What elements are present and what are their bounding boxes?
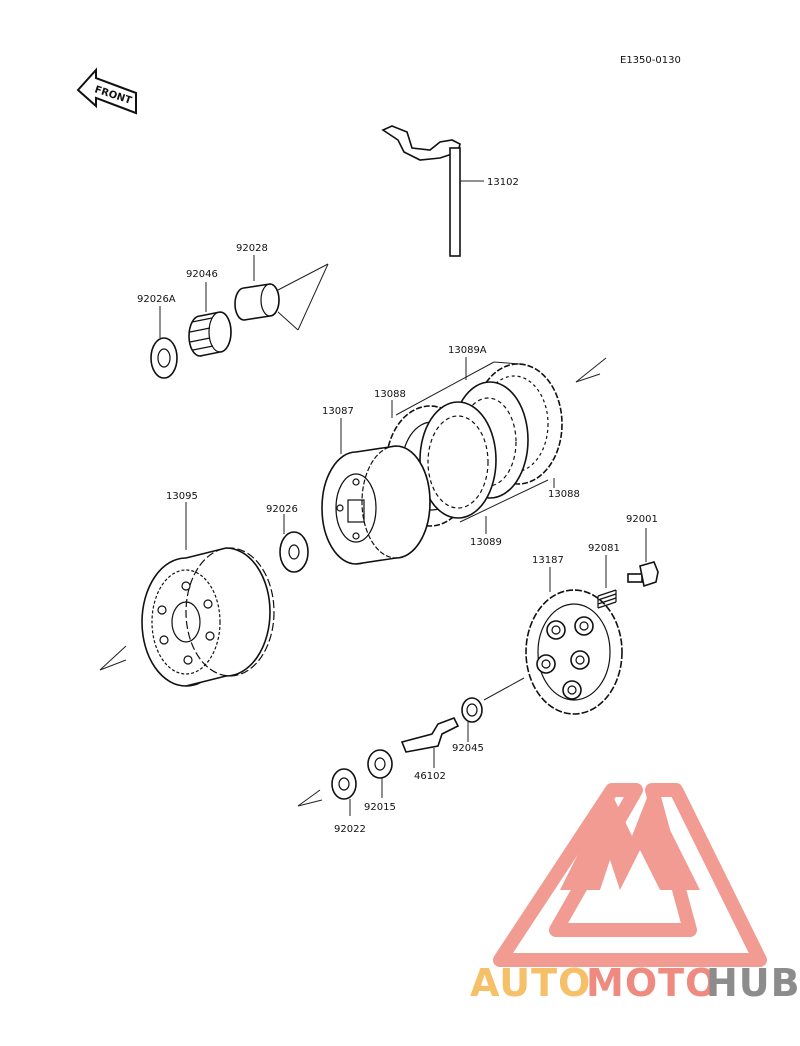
part-label-13088-front: 13088 — [374, 389, 406, 400]
shaft-46102: 46102 — [400, 716, 460, 782]
part-label-13088-rear: 13088 — [548, 489, 580, 500]
pressure-plate-13187: 13187 — [483, 555, 623, 715]
part-label-92046: 92046 — [186, 269, 218, 280]
automotohub-watermark: AUTO MOTO HUB — [470, 961, 800, 1005]
part-label-92045: 92045 — [452, 743, 484, 754]
diagram-code: E1350-0130 — [620, 55, 681, 66]
part-label-13187: 13187 — [532, 555, 564, 566]
part-label-46102: 46102 — [414, 771, 446, 782]
part-label-13089A: 13089A — [448, 345, 487, 356]
nut-92015: 92015 — [364, 749, 396, 813]
part-label-13087: 13087 — [322, 406, 354, 417]
washer-92026: 92026 — [266, 504, 309, 573]
clutch-hub-13087: 13087 — [321, 406, 431, 565]
part-label-92028: 92028 — [236, 243, 268, 254]
part-label-92001: 92001 — [626, 514, 658, 525]
part-label-13089: 13089 — [470, 537, 502, 548]
part-label-92015: 92015 — [364, 802, 396, 813]
washer-92022: 92022 — [297, 768, 366, 835]
part-label-13102: 13102 — [487, 177, 519, 188]
part-label-92022: 92022 — [334, 824, 366, 835]
watermark-hub: HUB — [706, 961, 800, 1005]
watermark-moto: MOTO — [586, 961, 718, 1005]
push-rod-13102: 13102 — [381, 125, 519, 257]
needle-bearing-92046: 92046 — [186, 269, 232, 357]
automotohub-logo-icon — [493, 783, 767, 967]
front-arrow-icon: FRONT — [76, 67, 137, 115]
spring-92081: 92081 — [588, 543, 620, 609]
clutch-housing-13095: 13095 — [99, 491, 275, 687]
washer-92026A: 92026A — [137, 294, 178, 379]
part-label-92026: 92026 — [266, 504, 298, 515]
part-label-13095: 13095 — [166, 491, 198, 502]
bolt-92001: 92001 — [626, 514, 659, 588]
sleeve-92028: 92028 — [234, 243, 329, 331]
bearing-92045: 92045 — [452, 697, 484, 754]
watermark-auto: AUTO — [470, 961, 591, 1005]
part-label-92026A: 92026A — [137, 294, 176, 305]
part-label-92081: 92081 — [588, 543, 620, 554]
